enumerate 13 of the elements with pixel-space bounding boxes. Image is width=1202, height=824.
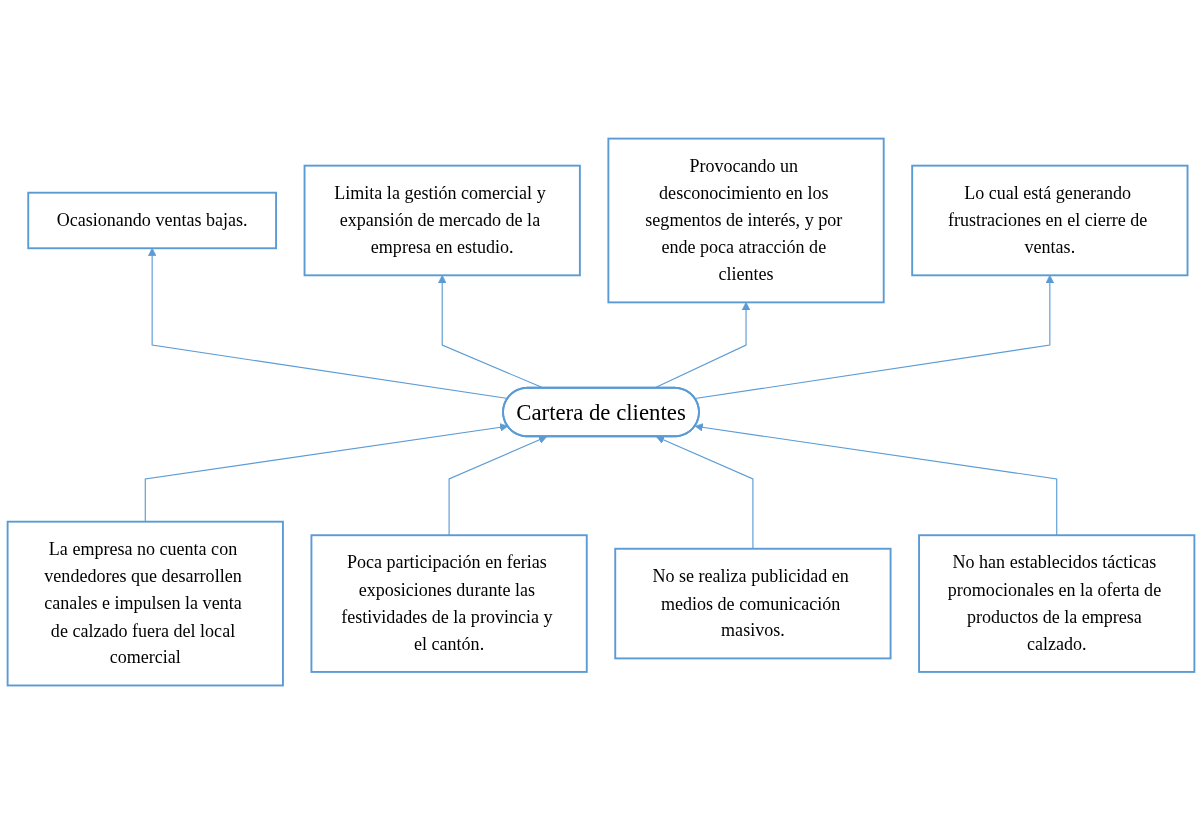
node-box: No han establecidos tácticas promocionales en la oferta de productos de la empresa calzado.	[918, 534, 1196, 673]
node-box: Lo cual está generando frustraciones en el cierre de ventas.	[911, 164, 1189, 277]
arrow	[694, 274, 1055, 400]
arrow	[656, 435, 754, 550]
node-box: Provocando un desconocimiento en los segmentos de interés, y por ende poca atracción de clientes	[607, 137, 885, 304]
node-box: Poca participación en ferias exposiciones durante las festividades de la provincia y el cantón.	[310, 534, 588, 673]
node-box: La empresa no cuenta con vendedores que desarrollen canales e impulsen la venta de calzado fuera del local comercial	[6, 520, 284, 687]
node-box: No se realiza publicidad en medios de comunicación masivos.	[614, 547, 892, 660]
arrow	[694, 423, 1058, 536]
arrow	[448, 435, 547, 536]
node-box: Limita la gestión comercial y expansión de mercado de la empresa en estudio.	[303, 164, 581, 277]
node-box: Ocasionando ventas bajas.	[27, 191, 277, 250]
arrow	[144, 423, 509, 523]
